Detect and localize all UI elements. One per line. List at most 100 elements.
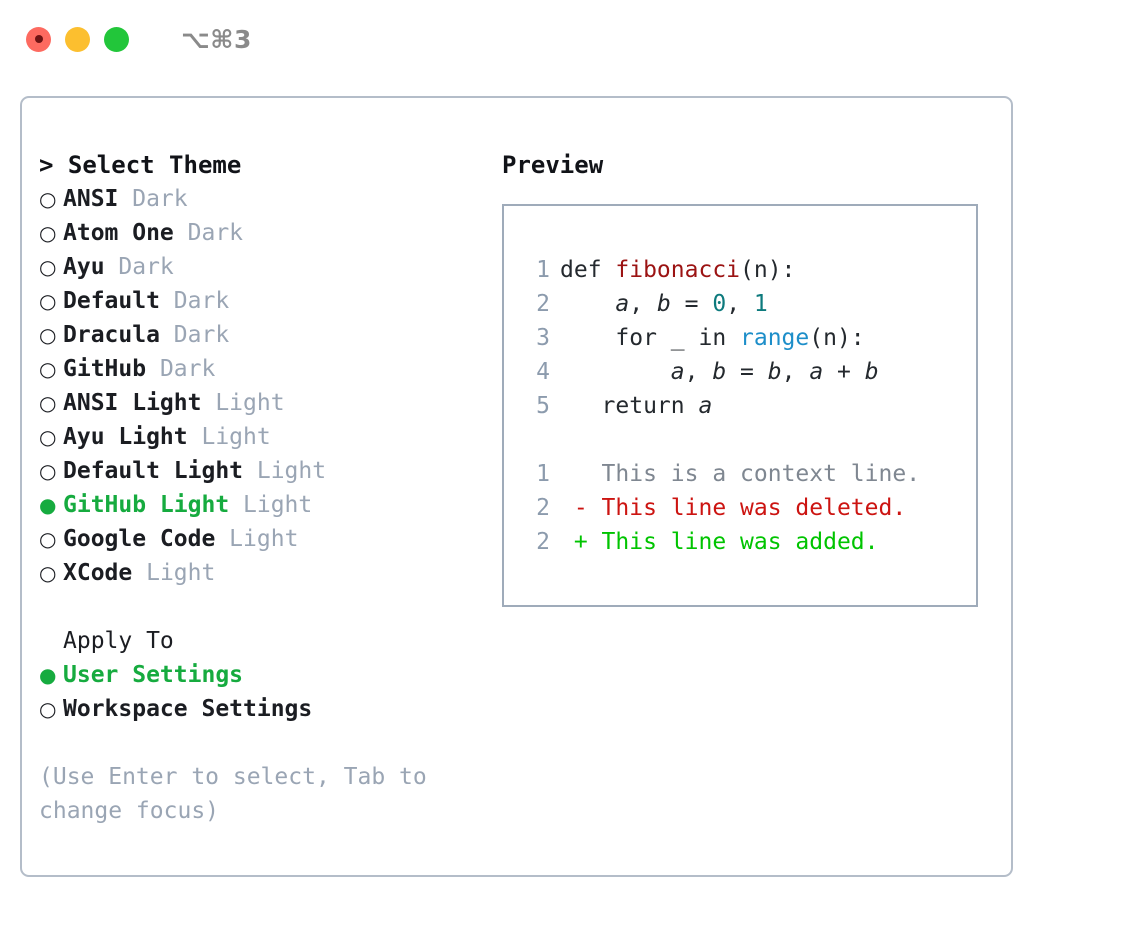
theme-option-variant: Dark (159, 322, 230, 348)
theme-option-ayu[interactable]: ○Ayu Dark (39, 250, 469, 284)
diff-line-added: 2 + This line was added. (524, 525, 976, 559)
code-token-var: b (864, 359, 879, 385)
theme-option-variant: Light (243, 458, 327, 484)
theme-option-variant: Dark (146, 356, 216, 382)
main-panel: > Select Theme ○ANSI Dark○Atom One Dark○… (20, 96, 1013, 877)
code-token-plain (560, 359, 671, 385)
radio-unselected-icon: ○ (39, 255, 57, 279)
line-number: 1 (536, 257, 550, 283)
theme-option-variant: Dark (104, 254, 174, 280)
code-token-plain: (n): (740, 257, 796, 283)
theme-option-xcode[interactable]: ○XCode Light (39, 556, 469, 590)
code-token-var: b (712, 359, 727, 385)
code-line: 4 a, b = b, a + b (524, 355, 976, 389)
theme-picker-column: > Select Theme ○ANSI Dark○Atom One Dark○… (39, 148, 469, 828)
minimize-button-icon[interactable] (65, 26, 90, 52)
line-number: 1 (536, 461, 550, 487)
code-token-var: a (809, 359, 824, 385)
theme-option-variant: Light (132, 560, 216, 586)
radio-selected-icon: ● (39, 493, 57, 517)
code-token-var: a (670, 359, 685, 385)
diff-marker: - (560, 495, 588, 521)
theme-option-dracula[interactable]: ○Dracula Dark (39, 318, 469, 352)
theme-option-label: Google Code (63, 526, 216, 552)
code-line-content: return a (560, 389, 713, 423)
code-token-plain: (n): (809, 325, 865, 351)
diff-line-text: This line was deleted. (587, 495, 907, 521)
theme-option-label: Ayu Light (63, 424, 188, 450)
diff-line-deleted: 2 - This line was deleted. (524, 491, 976, 525)
radio-unselected-icon: ○ (39, 697, 57, 721)
theme-option-label: XCode (63, 560, 133, 586)
code-token-var: b (767, 359, 782, 385)
keyboard-hint: (Use Enter to select, Tab to change focu… (39, 764, 441, 824)
line-number: 3 (536, 325, 550, 351)
line-number: 5 (536, 393, 550, 419)
spacer (524, 423, 976, 457)
apply-to-list: ●User Settings○Workspace Settings (39, 658, 469, 726)
line-number: 2 (536, 495, 550, 521)
code-line: 5 return a (524, 389, 976, 423)
radio-unselected-icon: ○ (39, 357, 57, 381)
window-controls (26, 26, 129, 52)
theme-option-default-light[interactable]: ○Default Light Light (39, 454, 469, 488)
radio-unselected-icon: ○ (39, 323, 57, 347)
code-token-plain: def (560, 257, 616, 283)
theme-option-variant: Light (187, 424, 271, 450)
code-line: 2 a, b = 0, 1 (524, 287, 976, 321)
theme-picker-title: > Select Theme (39, 148, 469, 182)
code-token-plain: , (781, 359, 810, 385)
maximize-button-icon[interactable] (104, 26, 129, 52)
diff-line-context: 1 This is a context line. (524, 457, 976, 491)
diff-marker (560, 457, 588, 491)
theme-option-atom-one[interactable]: ○Atom One Dark (39, 216, 469, 250)
diff-sample: 1 This is a context line.2 - This line w… (524, 457, 976, 559)
apply-to-option-workspace-settings[interactable]: ○Workspace Settings (39, 692, 469, 726)
apply-to-option-label: Workspace Settings (63, 696, 313, 722)
code-line-content: a, b = b, a + b (560, 355, 879, 389)
keyboard-shortcut-label: ⌥⌘3 (181, 24, 252, 54)
radio-unselected-icon: ○ (39, 289, 57, 313)
preview-title: Preview (502, 151, 604, 179)
theme-option-variant: Dark (118, 186, 188, 212)
theme-option-ansi[interactable]: ○ANSI Dark (39, 182, 469, 216)
code-token-plain: + (823, 359, 865, 385)
theme-option-github[interactable]: ○GitHub Dark (39, 352, 469, 386)
prompt-caret-icon: > (39, 151, 54, 179)
close-button-icon[interactable] (26, 26, 51, 52)
radio-selected-icon: ● (39, 663, 57, 687)
theme-option-github-light[interactable]: ●GitHub Light Light (39, 488, 469, 522)
theme-option-ansi-light[interactable]: ○ANSI Light Light (39, 386, 469, 420)
code-token-number: 0 (712, 291, 727, 317)
theme-option-ayu-light[interactable]: ○Ayu Light Light (39, 420, 469, 454)
radio-unselected-icon: ○ (39, 425, 57, 449)
radio-unselected-icon: ○ (39, 561, 57, 585)
theme-option-default[interactable]: ○Default Dark (39, 284, 469, 318)
code-token-plain: = (726, 359, 768, 385)
diff-line-text: This line was added. (587, 529, 879, 555)
code-token-var: a (615, 291, 630, 317)
apply-to-option-user-settings[interactable]: ●User Settings (39, 658, 469, 692)
theme-option-google-code[interactable]: ○Google Code Light (39, 522, 469, 556)
code-token-plain: , (684, 359, 713, 385)
theme-option-variant: Dark (159, 288, 230, 314)
radio-unselected-icon: ○ (39, 527, 57, 551)
radio-unselected-icon: ○ (39, 391, 57, 415)
diff-line-text: This is a context line. (587, 461, 921, 487)
theme-option-label: Dracula (63, 322, 160, 348)
code-token-var: a (698, 393, 713, 419)
theme-option-label: Default (63, 288, 160, 314)
code-token-number: 1 (753, 291, 768, 317)
radio-unselected-icon: ○ (39, 459, 57, 483)
theme-option-label: ANSI (63, 186, 119, 212)
line-number: 2 (536, 291, 550, 317)
line-number: 2 (536, 529, 550, 555)
code-line: 3 for _ in range(n): (524, 321, 976, 355)
line-number: 4 (536, 359, 550, 385)
theme-option-variant: Dark (173, 220, 244, 246)
